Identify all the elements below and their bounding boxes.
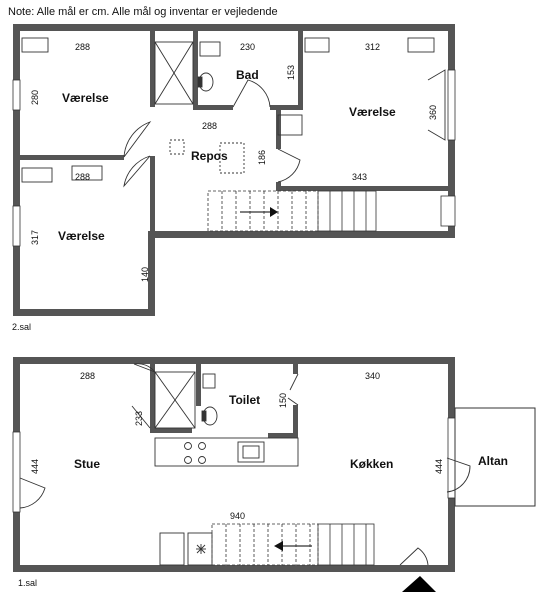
lower-staircase [211,523,375,566]
room-altan: Altan [478,454,508,468]
dim-140: 140 [140,267,150,282]
dim-340: 340 [365,371,380,381]
upper-fixtures [21,37,435,183]
room-bad: Bad [236,68,259,82]
room-repos: Repos [191,149,228,163]
level-label-2-sal: 2.sal [12,322,32,332]
altan-balcony [454,407,536,507]
dim-233: 233 [134,411,144,426]
dim-280: 280 [30,90,40,105]
dim-940: 940 [230,511,245,521]
room-vaerelse-bottomleft: Værelse [58,229,105,243]
lower-doors [19,363,471,566]
room-stue: Stue [74,457,100,471]
dim-288-lower: 288 [80,371,95,381]
upper-doors [123,69,446,188]
room-vaerelse-right: Værelse [349,105,396,119]
room-toilet: Toilet [229,393,260,407]
dim-288-mid: 288 [202,121,217,131]
entrance-marker-icon [402,576,436,592]
lower-labels: Stue Toilet Køkken Altan 288 340 233 150… [30,371,508,521]
dim-343: 343 [352,172,367,182]
dim-288-top: 288 [75,42,90,52]
upper-windows [12,69,456,247]
dim-150: 150 [278,393,288,408]
dim-230: 230 [240,42,255,52]
dim-360: 360 [428,105,438,120]
upper-floor-walls [13,24,455,316]
room-koekken: Køkken [350,457,393,471]
dim-317: 317 [30,230,40,245]
lower-fixtures [154,371,299,566]
dim-153: 153 [286,65,296,80]
level-label-1-sal: 1.sal [18,578,38,588]
disclaimer-note: Note: Alle mål er cm. Alle mål og invent… [8,6,278,18]
dim-186: 186 [257,150,267,165]
room-vaerelse-topleft: Værelse [62,91,109,105]
dim-288-low: 288 [75,172,90,182]
upper-labels: Værelse Bad Værelse Repos Værelse 288 23… [30,42,438,282]
dim-312: 312 [365,42,380,52]
dim-444-left: 444 [30,459,40,474]
dim-444-right: 444 [434,459,444,474]
upper-staircase [207,190,377,232]
